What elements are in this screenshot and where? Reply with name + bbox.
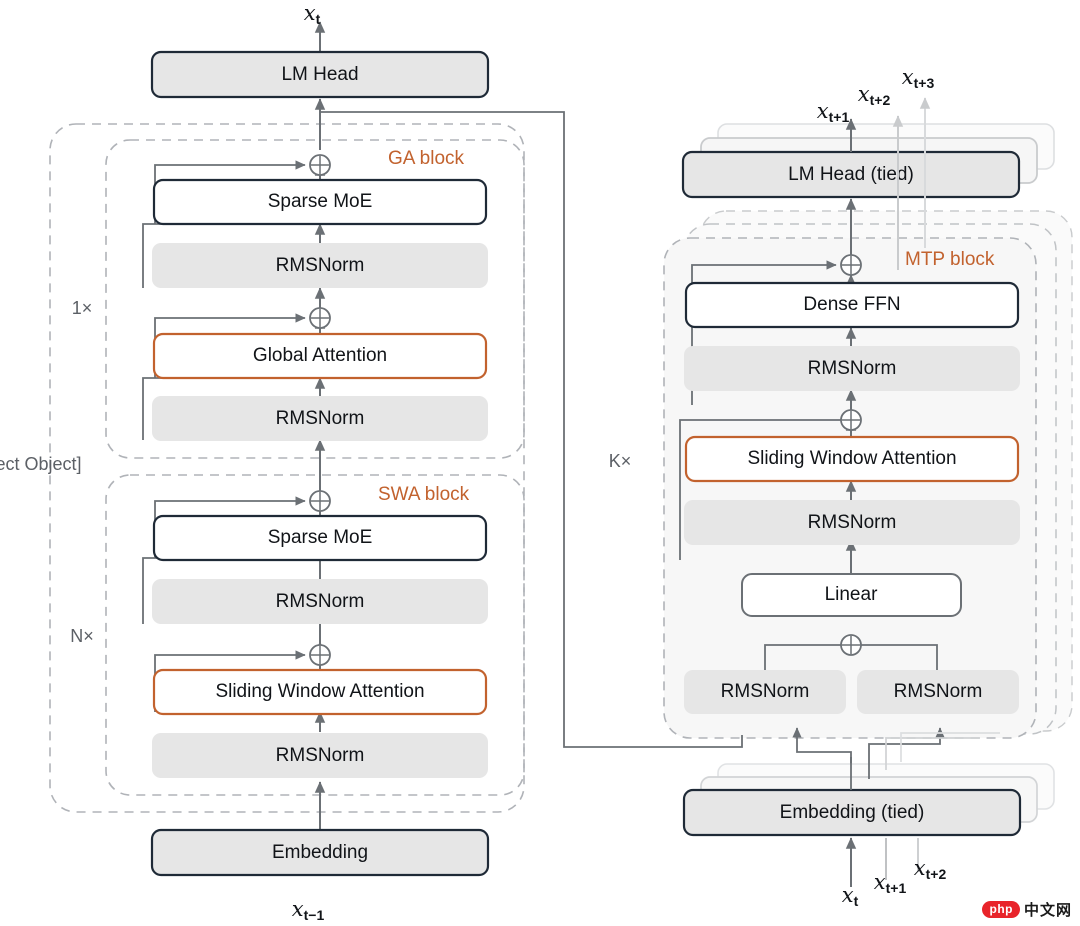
ga-repeat-label: 1× xyxy=(72,298,93,318)
lm-head-label: LM Head xyxy=(281,64,358,85)
swa-repeat-label: N× xyxy=(70,626,94,646)
ga-rmsnorm-bottom-label: RMSNorm xyxy=(276,408,365,429)
mtp-out2-base: x xyxy=(858,82,870,106)
swa-block-tag: SWA block xyxy=(378,484,470,505)
xtm1-sub: t−1 xyxy=(304,907,325,923)
mtp-block-tag: MTP block xyxy=(905,249,995,270)
mtp-dense-ffn-label: Dense FFN xyxy=(803,294,900,315)
swa-sparse-moe-label: Sparse MoE xyxy=(268,527,373,548)
svg-text:xt+2: xt+2 xyxy=(858,82,891,108)
mtp-embedding-box[interactable]: Embedding (tied) xyxy=(682,788,1022,837)
mtp-in3-base: x xyxy=(914,856,926,880)
mtp-lm-head-label: LM Head (tied) xyxy=(788,164,914,185)
svg-text:xt+2: xt+2 xyxy=(914,856,947,882)
swa-rmsnorm-top-box[interactable]: RMSNorm xyxy=(152,579,488,624)
mtp-backbone-hook xyxy=(700,735,743,748)
mtp-input-token-1: xt xyxy=(842,883,859,909)
mtp-embedding-label: Embedding (tied) xyxy=(780,802,925,823)
adder-swa-moe xyxy=(309,490,331,512)
mtp-rmsnorm-mid-box[interactable]: RMSNorm xyxy=(684,500,1020,545)
swa-rmsnorm-bottom-label: RMSNorm xyxy=(276,745,365,766)
mtp-in1-sub: t xyxy=(854,893,859,909)
adder-mtp-ffn xyxy=(840,254,862,276)
mtp-linear-label: Linear xyxy=(825,584,878,605)
ga-sparse-moe-label: Sparse MoE xyxy=(268,191,373,212)
mtp-in3-sub: t+2 xyxy=(926,866,947,882)
mtp-merge-rmsnorm-left-box[interactable]: RMSNorm xyxy=(684,670,846,714)
embedding-label: Embedding xyxy=(272,842,368,863)
mtp-residual-attn-in xyxy=(679,419,851,560)
output-token-xt: xt xyxy=(304,1,321,27)
mtp-emb-to-left-norm xyxy=(792,727,852,790)
mtp-rmsnorm-mid-label: RMSNorm xyxy=(808,512,897,533)
svg-text:xt+3: xt+3 xyxy=(902,65,935,91)
svg-text:xt+1: xt+1 xyxy=(874,870,907,896)
mtp-sliding-window-attention-label: Sliding Window Attention xyxy=(747,448,956,469)
ga-rmsnorm-top-label: RMSNorm xyxy=(276,255,365,276)
mtp-out1-base: x xyxy=(817,99,829,123)
watermark-text: 中文网 xyxy=(1023,901,1072,919)
mtp-out2-sub: t+2 xyxy=(870,92,891,108)
svg-text:xt: xt xyxy=(842,883,859,909)
backbone-to-mtp-connector xyxy=(320,111,700,748)
embedding-box[interactable]: Embedding xyxy=(150,828,490,877)
watermark-badge: php xyxy=(982,901,1020,918)
svg-text:xt−1: xt−1 xyxy=(292,897,325,923)
mtp-emb-to-right-norm xyxy=(868,727,945,779)
swa-rmsnorm-bottom-box[interactable]: RMSNorm xyxy=(152,733,488,778)
mtp-emb-ghost-route-2 xyxy=(900,732,1000,762)
mtp-rmsnorm-top-box[interactable]: RMSNorm xyxy=(684,346,1020,391)
adder-mtp-attn xyxy=(840,409,862,431)
sliding-window-attention-box[interactable]: Sliding Window Attention xyxy=(152,668,488,716)
mtp-out3-base: x xyxy=(902,65,914,89)
watermark: php 中文网 xyxy=(982,899,1072,920)
global-attention-label: Global Attention xyxy=(253,345,387,366)
mtp-merge-rmsnorm-left-label: RMSNorm xyxy=(721,681,810,702)
mtp-lm-head-box[interactable]: LM Head (tied) xyxy=(681,150,1021,199)
mtp-input-token-2: xt+1 xyxy=(874,870,907,896)
swa-sparse-moe-box[interactable]: Sparse MoE xyxy=(152,514,488,562)
lm-head-box[interactable]: LM Head xyxy=(150,50,490,99)
backbone-repeat-container xyxy=(49,123,525,813)
adder-ga-moe xyxy=(309,154,331,176)
mtp-rmsnorm-top-label: RMSNorm xyxy=(808,358,897,379)
swa-rmsnorm-top-label: RMSNorm xyxy=(276,591,365,612)
mtp-merge-rmsnorm-right-label: RMSNorm xyxy=(894,681,983,702)
adder-swa-attn xyxy=(309,644,331,666)
global-attention-box[interactable]: Global Attention xyxy=(152,332,488,380)
sliding-window-attention-label: Sliding Window Attention xyxy=(215,681,424,702)
mtp-out3-sub: t+3 xyxy=(914,75,935,91)
mtp-input-token-3: xt+2 xyxy=(914,856,947,882)
mtp-merge-rmsnorm-right-box[interactable]: RMSNorm xyxy=(857,670,1019,714)
mtp-dense-ffn-box[interactable]: Dense FFN xyxy=(684,281,1020,329)
mtp-linear-box[interactable]: Linear xyxy=(741,573,962,617)
mtp-output-token-1: xt+1 xyxy=(817,99,850,125)
backbone-repeat-label: [object Object] xyxy=(0,454,82,474)
mtp-output-token-2: xt+2 xyxy=(858,82,891,108)
mtp-in2-sub: t+1 xyxy=(886,880,907,896)
xtm1-base: x xyxy=(292,897,304,921)
swa-block-container xyxy=(105,474,525,796)
mtp-emb-ghost-route-1 xyxy=(885,737,980,770)
input-token-xtm1: xt−1 xyxy=(292,897,325,923)
adder-ga-attn xyxy=(309,307,331,329)
ga-sparse-moe-box[interactable]: Sparse MoE xyxy=(152,178,488,226)
adder-mtp-merge xyxy=(840,634,862,656)
svg-text:xt+1: xt+1 xyxy=(817,99,850,125)
mtp-repeat-label: K× xyxy=(609,451,632,471)
svg-text:xt: xt xyxy=(304,1,321,27)
mtp-in1-base: x xyxy=(842,883,854,907)
mtp-out1-sub: t+1 xyxy=(829,109,850,125)
mtp-output-token-3: xt+3 xyxy=(902,65,935,91)
ga-rmsnorm-bottom-box[interactable]: RMSNorm xyxy=(152,396,488,441)
xt-sub: t xyxy=(316,11,321,27)
xt-base: x xyxy=(304,1,316,25)
ga-block-container xyxy=(105,139,525,459)
mtp-in2-base: x xyxy=(874,870,886,894)
mtp-sliding-window-attention-box[interactable]: Sliding Window Attention xyxy=(684,435,1020,483)
ga-rmsnorm-top-box[interactable]: RMSNorm xyxy=(152,243,488,288)
ga-block-tag: GA block xyxy=(388,148,465,169)
